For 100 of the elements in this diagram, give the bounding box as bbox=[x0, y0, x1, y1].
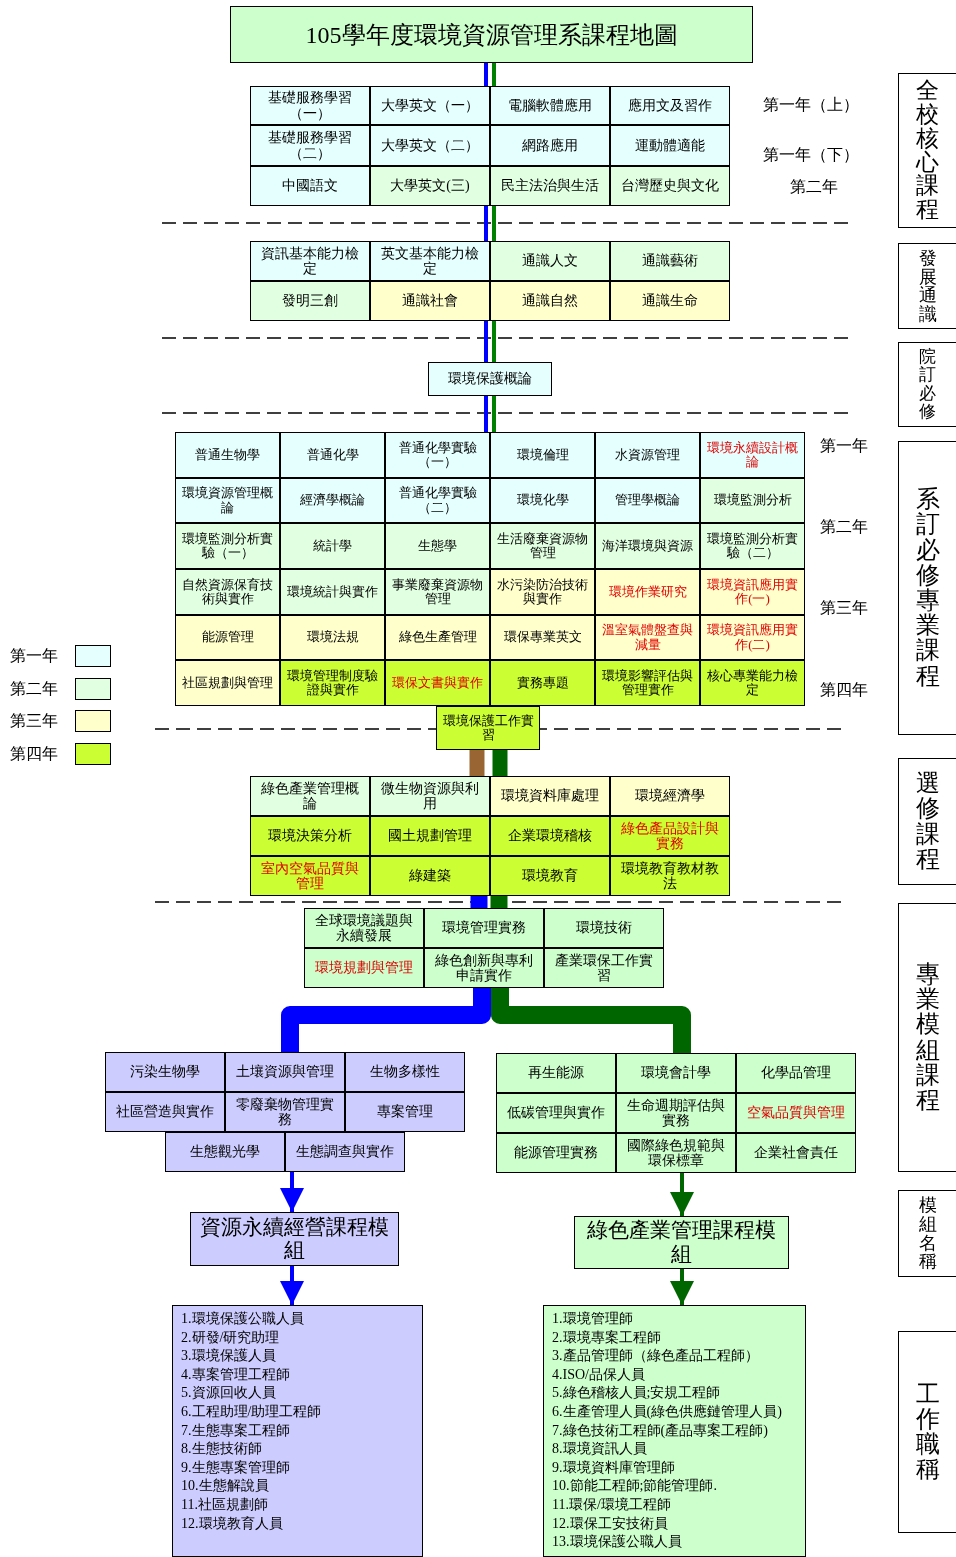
course-name: 污染生物學 bbox=[130, 1064, 200, 1080]
course-cell bbox=[700, 478, 805, 523]
category-title: 系訂必修專業課程 bbox=[915, 487, 940, 689]
course-cell bbox=[225, 1092, 345, 1132]
course-cell bbox=[595, 615, 700, 660]
job-list-box bbox=[543, 1305, 806, 1557]
course-cell bbox=[424, 908, 544, 948]
course-name: 微生物資源與利用 bbox=[380, 780, 480, 812]
course-name: 實務專題 bbox=[516, 675, 569, 691]
course-cell bbox=[490, 523, 595, 569]
course-cell bbox=[700, 569, 805, 615]
job-title: 4.ISO/品保人員 bbox=[552, 1365, 646, 1384]
course-name: 環境法規 bbox=[306, 630, 359, 645]
course-cell bbox=[280, 478, 385, 523]
track-line bbox=[490, 896, 508, 908]
course-cell bbox=[616, 1053, 736, 1093]
category-bracket bbox=[898, 243, 956, 329]
job-title: 11.社區規劃師 bbox=[181, 1495, 269, 1514]
job-title: 2.研發/研究助理 bbox=[181, 1328, 281, 1347]
course-name: 綠色產品設計與實務 bbox=[620, 820, 720, 852]
course-name: 統計學 bbox=[313, 538, 352, 554]
course-cell bbox=[370, 281, 490, 321]
job-title: 10.節能工程師;節能管理師. bbox=[552, 1477, 718, 1496]
course-name: 資訊基本能力檢定 bbox=[260, 245, 360, 277]
course-name: 環境資源管理概論 bbox=[181, 486, 274, 515]
course-cell bbox=[616, 1093, 736, 1133]
course-cell bbox=[250, 166, 370, 206]
job-title: 9.生態專案管理師 bbox=[181, 1458, 291, 1477]
course-cell bbox=[105, 1052, 225, 1092]
job-title: 10.生態解說員 bbox=[181, 1477, 270, 1496]
course-name: 環境技術 bbox=[576, 920, 632, 936]
course-name: 水污染防治技術與實作 bbox=[496, 577, 589, 607]
arrow bbox=[670, 1173, 694, 1216]
course-cell bbox=[370, 86, 490, 125]
course-cell bbox=[385, 569, 490, 615]
course-name: 生態調查與實作 bbox=[296, 1144, 394, 1160]
course-cell bbox=[610, 86, 730, 125]
year-label: 第四年 bbox=[820, 680, 868, 700]
track-line bbox=[492, 750, 508, 776]
course-cell bbox=[250, 776, 370, 816]
course-name: 綠色創新與專利申請實作 bbox=[434, 952, 534, 984]
course-cell bbox=[490, 86, 610, 125]
course-cell bbox=[700, 660, 805, 706]
category-bracket bbox=[898, 903, 956, 1172]
category-bracket bbox=[898, 1331, 956, 1533]
course-name: 土壤資源與管理 bbox=[236, 1064, 334, 1080]
course-name: 大學英文(三) bbox=[390, 178, 470, 194]
category-title: 選修課程 bbox=[915, 771, 940, 872]
course-name: 生態觀光學 bbox=[190, 1144, 260, 1160]
course-name: 環境倫理 bbox=[516, 447, 569, 463]
job-title: 12.環保工安技術員 bbox=[552, 1514, 669, 1533]
course-cell bbox=[490, 125, 610, 166]
course-cell bbox=[490, 776, 610, 816]
legend-label: 第四年 bbox=[10, 743, 58, 764]
course-cell bbox=[280, 523, 385, 569]
course-cell bbox=[280, 660, 385, 706]
course-cell bbox=[385, 478, 490, 523]
course-name: 水資源管理 bbox=[615, 447, 680, 463]
course-name: 環境教育教材教法 bbox=[620, 860, 720, 892]
course-cell bbox=[370, 166, 490, 206]
course-cell bbox=[385, 523, 490, 569]
course-cell bbox=[490, 660, 595, 706]
course-name: 生活廢棄資源物管理 bbox=[496, 531, 589, 561]
course-name: 專案管理 bbox=[377, 1104, 433, 1120]
year-label: 第一年（上） bbox=[763, 95, 859, 115]
course-name: 室內空氣品質與管理 bbox=[260, 860, 360, 892]
course-cell bbox=[428, 362, 552, 396]
course-name: 發明三創 bbox=[282, 293, 338, 309]
track-line bbox=[484, 321, 488, 362]
course-cell bbox=[490, 856, 610, 896]
course-name: 全球環境議題與永續發展 bbox=[314, 912, 414, 944]
course-cell bbox=[105, 1092, 225, 1132]
course-name: 能源管理 bbox=[201, 630, 254, 645]
course-name: 經濟學概論 bbox=[300, 493, 365, 508]
course-cell bbox=[595, 432, 700, 478]
course-name: 綠建築 bbox=[409, 868, 451, 884]
course-cell bbox=[175, 432, 280, 478]
course-cell bbox=[595, 660, 700, 706]
course-name: 能源管理實務 bbox=[514, 1145, 598, 1161]
course-name: 綠色產業管理課程模組 bbox=[586, 1219, 777, 1266]
course-cell bbox=[304, 908, 424, 948]
course-name: 大學英文（一） bbox=[381, 97, 479, 114]
course-name: 環境決策分析 bbox=[268, 828, 352, 844]
course-name: 環境管理實務 bbox=[442, 920, 526, 936]
course-name: 通識人文 bbox=[522, 253, 578, 269]
category-bracket bbox=[898, 758, 956, 885]
course-cell bbox=[490, 281, 610, 321]
course-cell bbox=[496, 1053, 616, 1093]
course-cell bbox=[250, 241, 370, 281]
course-name: 普通生物學 bbox=[195, 447, 260, 463]
track-line bbox=[484, 63, 488, 86]
job-title: 4.專案管理工程師 bbox=[181, 1365, 291, 1384]
course-name: 普通化學實驗（一） bbox=[397, 440, 478, 470]
course-cell bbox=[544, 908, 664, 948]
job-title: 8.生態技術師 bbox=[181, 1440, 263, 1459]
track-line bbox=[491, 988, 691, 1053]
course-cell bbox=[280, 615, 385, 660]
course-name: 環境會計學 bbox=[641, 1065, 711, 1081]
course-cell bbox=[250, 856, 370, 896]
category-bracket bbox=[898, 73, 956, 228]
